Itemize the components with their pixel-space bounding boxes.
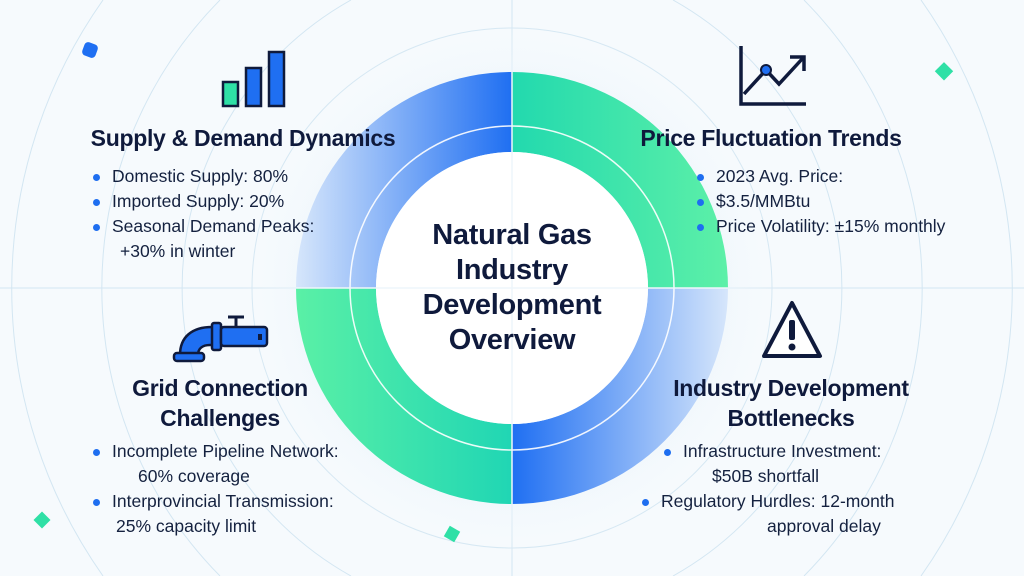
bullet-item: Regulatory Hurdles: 12-month [642, 489, 894, 514]
warning-icon [762, 301, 822, 358]
bullet-continuation: 25% capacity limit [116, 516, 257, 536]
title-line: Bottlenecks [727, 405, 855, 431]
bullet-item: 2023 Avg. Price: [697, 164, 945, 189]
title-line: Grid Connection [132, 375, 308, 401]
pipe-icon [172, 315, 269, 363]
bar-chart-icon [221, 50, 286, 108]
supply-demand-bullets: Domestic Supply: 80% Imported Supply: 20… [93, 164, 314, 264]
title-line: Challenges [160, 405, 280, 431]
decor-square [82, 42, 98, 58]
bullet-item: Domestic Supply: 80% [93, 164, 314, 189]
bullet-continuation: +30% in winter [120, 241, 236, 261]
bullet-continuation: approval delay [767, 516, 881, 536]
decor-diamond [33, 511, 51, 529]
bullet-item: Interprovincial Transmission: [93, 489, 339, 514]
price-trends-bullets: 2023 Avg. Price: $3.5/MMBtu Price Volati… [697, 164, 945, 239]
bullet-item: Incomplete Pipeline Network: [93, 439, 339, 464]
grid-connection-title: Grid Connection Challenges [60, 373, 380, 433]
ring-segment-price [512, 72, 728, 288]
decor-diamond [934, 62, 954, 81]
supply-demand-title: Supply & Demand Dynamics [90, 125, 396, 151]
line-chart-icon [739, 46, 806, 106]
bullet-continuation: 60% coverage [138, 466, 250, 486]
title-line: Development [422, 289, 602, 321]
bottlenecks-title: Industry Development Bottlenecks [611, 373, 971, 433]
ring-segment-grid [296, 288, 512, 504]
bullet-continuation: $50B shortfall [712, 466, 820, 486]
title-line: Natural Gas [432, 219, 592, 251]
bullet-item: Seasonal Demand Peaks: [93, 214, 314, 239]
title-line: Overview [448, 324, 576, 356]
ring-segment-bottlenecks [512, 288, 728, 504]
bottlenecks-bullets: Infrastructure Investment: $50B shortfal… [642, 439, 894, 539]
title-line: Industry Development [673, 375, 909, 401]
center-title: Natural Gas Industry Development Overvie… [392, 218, 632, 358]
bullet-item: Imported Supply: 20% [93, 189, 314, 214]
bullet-item: Price Volatility: ±15% monthly [697, 214, 945, 239]
title-line: Industry [456, 254, 568, 286]
decor-diamond [443, 525, 461, 543]
bullet-item: $3.5/MMBtu [697, 189, 945, 214]
ring-segment-supply [296, 72, 512, 288]
bullet-item: Infrastructure Investment: [664, 439, 894, 464]
grid-connection-bullets: Incomplete Pipeline Network: 60% coverag… [93, 439, 339, 539]
price-trends-title: Price Fluctuation Trends [640, 125, 902, 151]
